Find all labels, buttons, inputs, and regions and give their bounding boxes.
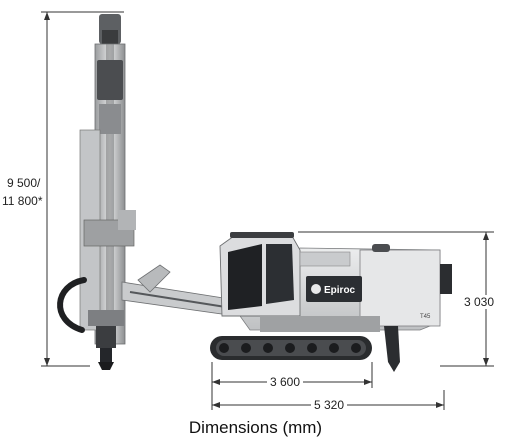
height-dimension-label-line1: 9 500/ <box>7 176 41 190</box>
cab-height-label: 3 030 <box>463 295 496 309</box>
brand-logo: Epiroc <box>324 285 356 296</box>
diagram-caption: Dimensions (mm) <box>188 418 323 437</box>
boom-arm <box>121 264 237 317</box>
overall-length-label: 5 320 <box>311 398 348 412</box>
model-badge: T45 <box>420 314 431 320</box>
dimension-arrows <box>44 12 489 408</box>
drill-mast <box>57 14 136 370</box>
dimension-lines <box>41 11 494 410</box>
carrier-body: Epiroc T45 <box>210 232 452 372</box>
epiroc-logo-icon <box>311 284 321 294</box>
height-dimension-label-line2: 11 800* <box>2 194 43 208</box>
track-length-label: 3 600 <box>267 375 304 389</box>
